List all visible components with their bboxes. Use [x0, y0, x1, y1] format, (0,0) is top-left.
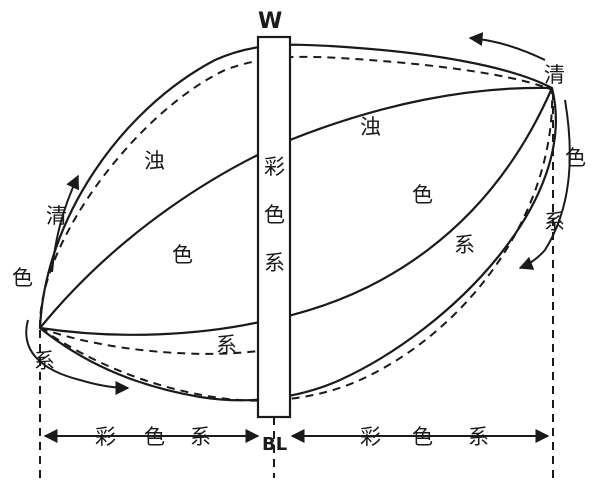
outer-solid-boundary [38, 43, 557, 402]
bottom-left-span-char-3: 系 [190, 425, 211, 449]
right-side-char-2: 色 [565, 146, 586, 170]
left-lower-curved-arrow [25, 319, 130, 395]
bottom-axis-label: BL [262, 434, 287, 455]
left-middle-color-label: 色 [172, 243, 193, 267]
center-axis-bar [256, 35, 292, 419]
bottom-left-span-char-1: 彩 [95, 425, 116, 449]
right-top-curved-arrow [468, 32, 546, 61]
left-side-char-3: 系 [34, 349, 55, 373]
left-side-char-2: 色 [12, 266, 33, 290]
bottom-right-span-char-2: 色 [412, 425, 433, 449]
right-upper-dull-label: 浊 [360, 115, 381, 139]
center-column-char-2: 色 [264, 203, 285, 227]
right-side-char-3: 系 [544, 210, 565, 234]
left-upper-dull-label: 浊 [144, 149, 165, 173]
left-upper-curved-arrow [51, 174, 79, 273]
bottom-right-span-char-1: 彩 [360, 425, 381, 449]
right-side-char-1: 清 [544, 63, 565, 87]
outer-dashed-boundary [38, 55, 554, 402]
center-column-char-3: 系 [264, 251, 285, 275]
left-side-char-1: 清 [46, 204, 67, 228]
left-lower-system-label: 系 [216, 333, 237, 357]
center-column-char-1: 彩 [264, 155, 285, 179]
inner-lens-lower [39, 87, 554, 336]
right-lower-system-label: 系 [454, 233, 475, 257]
bottom-right-span-char-3: 系 [468, 425, 489, 449]
right-middle-color-label: 色 [412, 183, 433, 207]
right-side-curved-arrow [518, 99, 571, 270]
bottom-left-span-char-2: 色 [144, 425, 165, 449]
lower-dashed-tangent [39, 327, 266, 355]
top-axis-label: W [258, 9, 282, 34]
